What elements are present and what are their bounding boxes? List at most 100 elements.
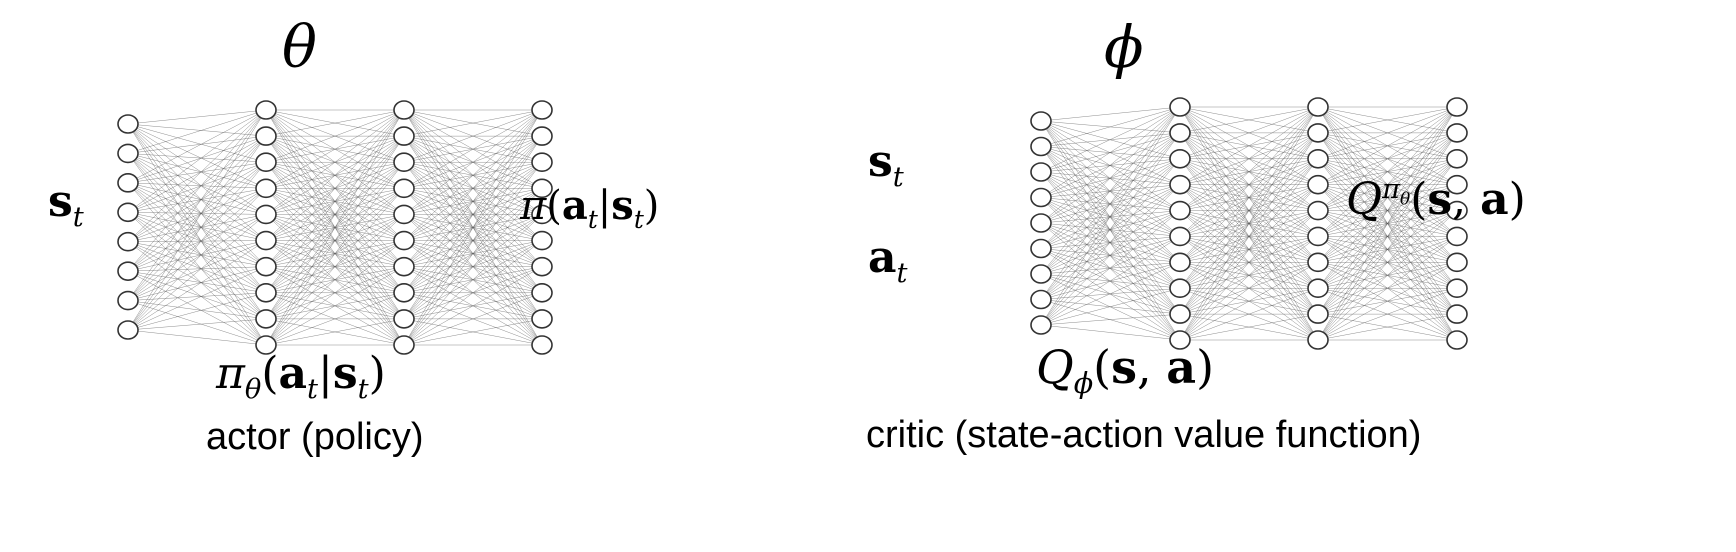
connection-lines — [127, 109, 543, 346]
neuron-node — [255, 152, 277, 173]
neuron-node — [393, 335, 415, 355]
neuron-node — [1030, 111, 1052, 131]
neuron-node — [531, 256, 553, 277]
actor-parameter-theta: θ — [282, 13, 317, 81]
neuron-node — [117, 261, 139, 281]
neuron-node — [1307, 252, 1329, 273]
network-layer-1 — [1030, 111, 1052, 335]
neuron-node — [255, 230, 277, 251]
neuron-node — [255, 126, 277, 146]
critic-input-state-label: st — [868, 136, 904, 193]
network-layer-2 — [255, 100, 277, 355]
neuron-node — [1446, 330, 1468, 350]
neuron-node — [393, 230, 415, 251]
neuron-node — [117, 231, 139, 252]
connection-lines — [1040, 106, 1458, 341]
neuron-node — [393, 126, 415, 146]
network-layer-3 — [393, 100, 415, 355]
neuron-node — [531, 178, 553, 199]
actor-panel: θ st π(at|st) πθ(at|st) actor (policy) — [0, 0, 860, 552]
critic-network-diagram — [1030, 97, 1468, 350]
neuron-node — [1169, 123, 1191, 143]
critic-input-action-label: at — [868, 232, 908, 289]
neuron-node — [1169, 200, 1191, 221]
neuron-node — [531, 309, 553, 329]
neuron-node — [1030, 187, 1052, 208]
neuron-node — [531, 126, 553, 146]
neuron-node — [1446, 252, 1468, 273]
neuron-node — [255, 256, 277, 277]
neuron-node — [117, 320, 139, 340]
neuron-node — [393, 204, 415, 225]
actor-network-diagram — [117, 100, 553, 355]
neuron-node — [531, 282, 553, 303]
neuron-node — [1030, 289, 1052, 310]
neuron-node — [1446, 148, 1468, 169]
neuron-node — [117, 202, 139, 223]
neuron-node — [1307, 174, 1329, 195]
neuron-node — [393, 282, 415, 303]
neuron-node — [117, 173, 139, 193]
neuron-node — [1446, 226, 1468, 247]
actor-network-policy-label: πθ(at|st) — [216, 348, 386, 405]
network-layer-2 — [1169, 97, 1191, 350]
neuron-node — [117, 290, 139, 311]
neuron-node — [393, 152, 415, 173]
neuron-node — [1446, 97, 1468, 117]
neuron-node — [1030, 264, 1052, 284]
critic-caption: critic (state-action value function) — [866, 414, 1422, 456]
critic-parameter-phi: ϕ — [1104, 13, 1144, 81]
actor-caption: actor (policy) — [206, 416, 424, 458]
neuron-node — [1169, 304, 1191, 324]
neuron-node — [393, 100, 415, 120]
network-layer-3 — [1307, 97, 1329, 350]
neuron-node — [1307, 97, 1329, 117]
neuron-node — [1446, 174, 1468, 195]
neuron-node — [393, 178, 415, 199]
neuron-node — [255, 204, 277, 225]
neuron-node — [1030, 136, 1052, 157]
neuron-node — [1307, 226, 1329, 247]
neuron-node — [1169, 330, 1191, 350]
neuron-node — [1169, 252, 1191, 273]
critic-panel: ϕ st at Qπθ(s, a) Qϕ(s, a) critic (state… — [860, 0, 1736, 552]
neuron-node — [255, 178, 277, 199]
neuron-node — [117, 143, 139, 164]
actor-output-policy-label: π(at|st) — [520, 182, 660, 234]
neuron-node — [393, 309, 415, 329]
neuron-node — [1446, 123, 1468, 143]
neuron-node — [1446, 304, 1468, 324]
neuron-node — [1307, 330, 1329, 350]
neuron-node — [1169, 226, 1191, 247]
neuron-node — [255, 335, 277, 355]
network-layer-1 — [117, 114, 139, 340]
actor-input-state-label: st — [48, 176, 84, 233]
neuron-node — [1169, 97, 1191, 117]
neuron-node — [1030, 315, 1052, 335]
critic-output-q-pi-label: Qπθ(s, a) — [1346, 174, 1526, 225]
neuron-node — [1030, 238, 1052, 259]
network-layer-4 — [531, 100, 553, 355]
neuron-node — [255, 309, 277, 329]
neuron-node — [1446, 278, 1468, 299]
neuron-node — [393, 256, 415, 277]
neuron-node — [1169, 278, 1191, 299]
neuron-node — [1030, 162, 1052, 182]
neuron-node — [1307, 123, 1329, 143]
neuron-node — [1446, 200, 1468, 221]
neuron-node — [1307, 148, 1329, 169]
neuron-node — [531, 204, 553, 225]
neuron-node — [531, 230, 553, 251]
neuron-node — [1169, 148, 1191, 169]
neuron-node — [255, 282, 277, 303]
neuron-node — [1307, 304, 1329, 324]
neuron-node — [1169, 174, 1191, 195]
neuron-node — [531, 100, 553, 120]
neuron-node — [255, 100, 277, 120]
critic-network-q-label: Qϕ(s, a) — [1036, 340, 1215, 401]
neuron-node — [117, 114, 139, 134]
network-layer-4 — [1446, 97, 1468, 350]
neuron-node — [531, 152, 553, 173]
neuron-node — [531, 335, 553, 355]
neuron-node — [1307, 278, 1329, 299]
